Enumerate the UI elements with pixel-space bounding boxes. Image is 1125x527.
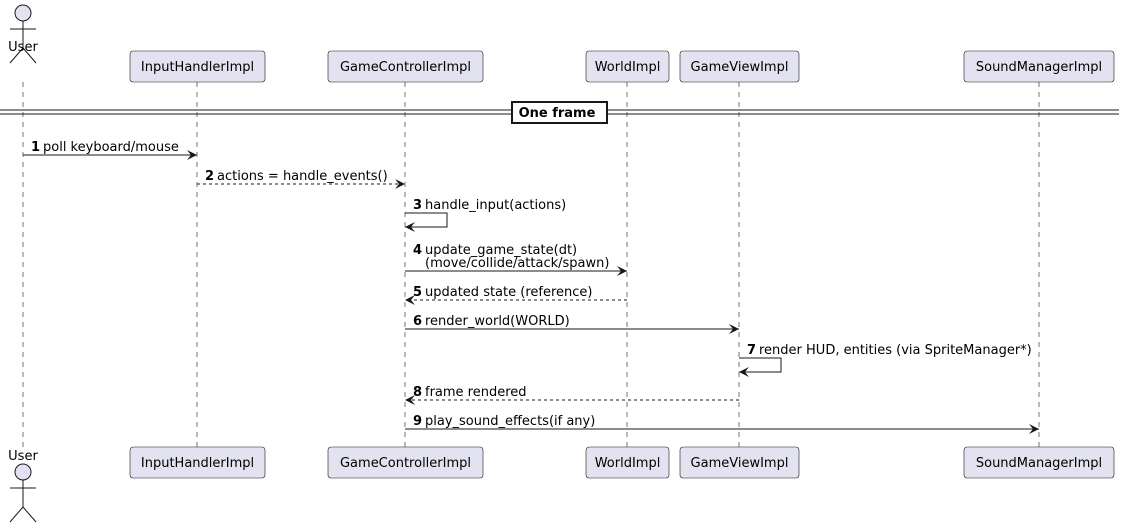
participant-box	[129, 446, 266, 479]
self-message-arrow	[405, 212, 448, 232]
actor-label: User	[8, 449, 38, 464]
self-message-arrow	[739, 357, 782, 377]
participant-box	[585, 446, 670, 479]
participant-user-top: User	[8, 4, 38, 64]
participant-user-bottom: User	[8, 449, 38, 523]
message-number: 9	[413, 414, 422, 429]
actor-icon	[9, 4, 37, 64]
participant-box	[963, 50, 1115, 83]
participant-label: SoundManagerImpl	[976, 456, 1102, 471]
participant-sound-bottom: SoundManagerImpl	[963, 446, 1115, 479]
participant-box	[327, 50, 484, 83]
message-label: (move/collide/attack/spawn)	[425, 256, 609, 271]
message-label: play_sound_effects(if any)	[425, 414, 595, 429]
message-number: 5	[413, 285, 422, 300]
message-label: render_world(WORLD)	[425, 314, 570, 329]
participant-sound-top: SoundManagerImpl	[963, 50, 1115, 83]
participant-input-top: InputHandlerImpl	[129, 50, 266, 83]
participant-view-bottom: GameViewImpl	[679, 446, 800, 479]
participant-label: WorldImpl	[595, 456, 661, 471]
message-label: poll keyboard/mouse	[43, 140, 179, 155]
participant-label: GameViewImpl	[691, 456, 789, 471]
message-number: 3	[413, 198, 422, 213]
divider-box	[511, 101, 608, 124]
participants-bottom: User InputHandlerImpl GameControllerImpl Wo…	[8, 446, 1115, 523]
message-label: frame rendered	[425, 385, 527, 400]
participant-label: GameControllerImpl	[340, 60, 471, 75]
participant-input-bottom: InputHandlerImpl	[129, 446, 266, 479]
participant-controller-top: GameControllerImpl	[327, 50, 484, 83]
participant-label: InputHandlerImpl	[141, 60, 254, 75]
message-number: 8	[413, 385, 422, 400]
message-number: 4	[413, 243, 422, 258]
message-label: render HUD, entities (via SpriteManager*…	[759, 343, 1032, 358]
participant-box	[585, 50, 670, 83]
participant-label: InputHandlerImpl	[141, 456, 254, 471]
message-label: actions = handle_events()	[217, 169, 388, 184]
message-number: 6	[413, 314, 422, 329]
participant-view-top: GameViewImpl	[679, 50, 800, 83]
participant-box	[679, 50, 800, 83]
participant-box	[963, 446, 1115, 479]
actor-label: User	[8, 40, 38, 55]
frame-divider: One frame	[0, 101, 1119, 124]
message-number: 1	[31, 140, 40, 155]
participant-world-top: WorldImpl	[585, 50, 670, 83]
actor-icon	[9, 463, 37, 523]
lifelines	[22, 82, 1040, 448]
message-number: 2	[205, 169, 214, 184]
participant-label: WorldImpl	[595, 60, 661, 75]
message-number: 7	[747, 343, 756, 358]
participant-label: SoundManagerImpl	[976, 60, 1102, 75]
divider-label: One frame	[519, 106, 596, 121]
participant-label: GameControllerImpl	[340, 456, 471, 471]
participant-controller-bottom: GameControllerImpl	[327, 446, 484, 479]
participant-box	[327, 446, 484, 479]
participant-box	[679, 446, 800, 479]
participant-label: GameViewImpl	[691, 60, 789, 75]
message-label: updated state (reference)	[425, 285, 592, 300]
participant-box	[129, 50, 266, 83]
message-label: handle_input(actions)	[425, 198, 566, 213]
participant-world-bottom: WorldImpl	[585, 446, 670, 479]
message-label: update_game_state(dt)	[425, 243, 577, 258]
